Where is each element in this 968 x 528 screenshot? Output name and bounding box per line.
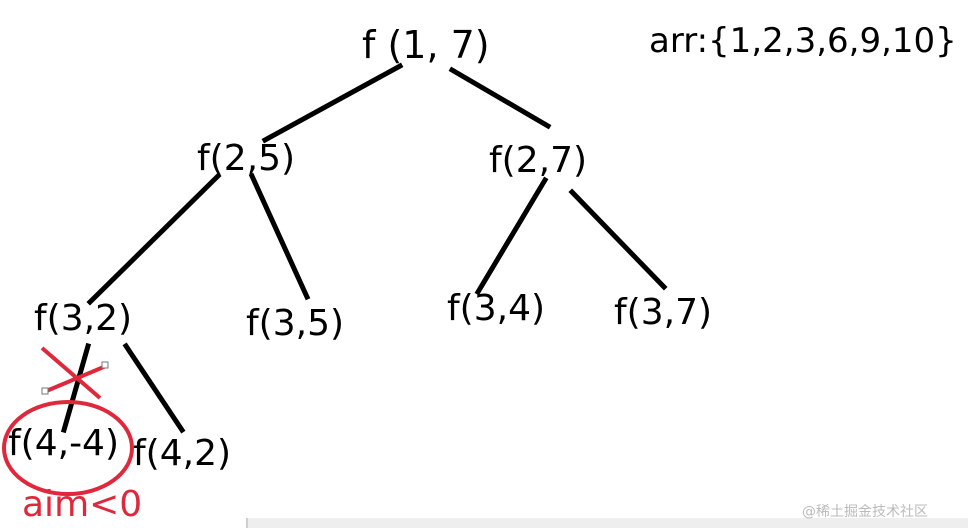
watermark: @稀土掘金技术社区 <box>802 504 928 520</box>
node-lr: f(3,5) <box>246 303 344 344</box>
edge-ll-lll <box>60 342 92 434</box>
cross-stroke-1 <box>40 346 102 400</box>
node-llr: f(4,2) <box>133 433 231 474</box>
node-rl: f(3,4) <box>447 288 545 329</box>
tree-nodes: f (1, 7) f(2,5) f(2,7) f(3,2) f(3,5) f(3… <box>8 23 712 474</box>
node-r: f(2,7) <box>489 140 587 181</box>
edge-ll-llr <box>122 342 186 434</box>
bottom-scroll-divider <box>246 518 248 528</box>
bottom-scroll-strip <box>248 518 968 528</box>
node-rr: f(3,7) <box>614 292 712 333</box>
highlight-circle <box>2 400 134 496</box>
edge-r-rr <box>568 188 668 291</box>
node-root: f (1, 7) <box>362 23 490 67</box>
array-label: arr:{1,2,3,6,9,10} <box>649 21 957 61</box>
edge-l-ll <box>86 172 222 306</box>
aim-negative-label: aim<0 <box>22 484 142 525</box>
edge-root-l <box>261 62 404 144</box>
node-l: f(2,5) <box>197 138 295 179</box>
node-ll: f(3,2) <box>34 298 132 339</box>
node-lll: f(4,-4) <box>8 423 119 464</box>
cross-stroke-2 <box>43 364 107 394</box>
selection-handle <box>101 361 109 369</box>
edge-l-lr <box>248 172 311 301</box>
pruning-annotation: aim<0 <box>2 346 142 525</box>
tree-edges <box>60 62 668 434</box>
edge-r-rl <box>474 176 549 296</box>
edge-root-r <box>448 66 552 130</box>
selection-handle <box>41 387 49 395</box>
